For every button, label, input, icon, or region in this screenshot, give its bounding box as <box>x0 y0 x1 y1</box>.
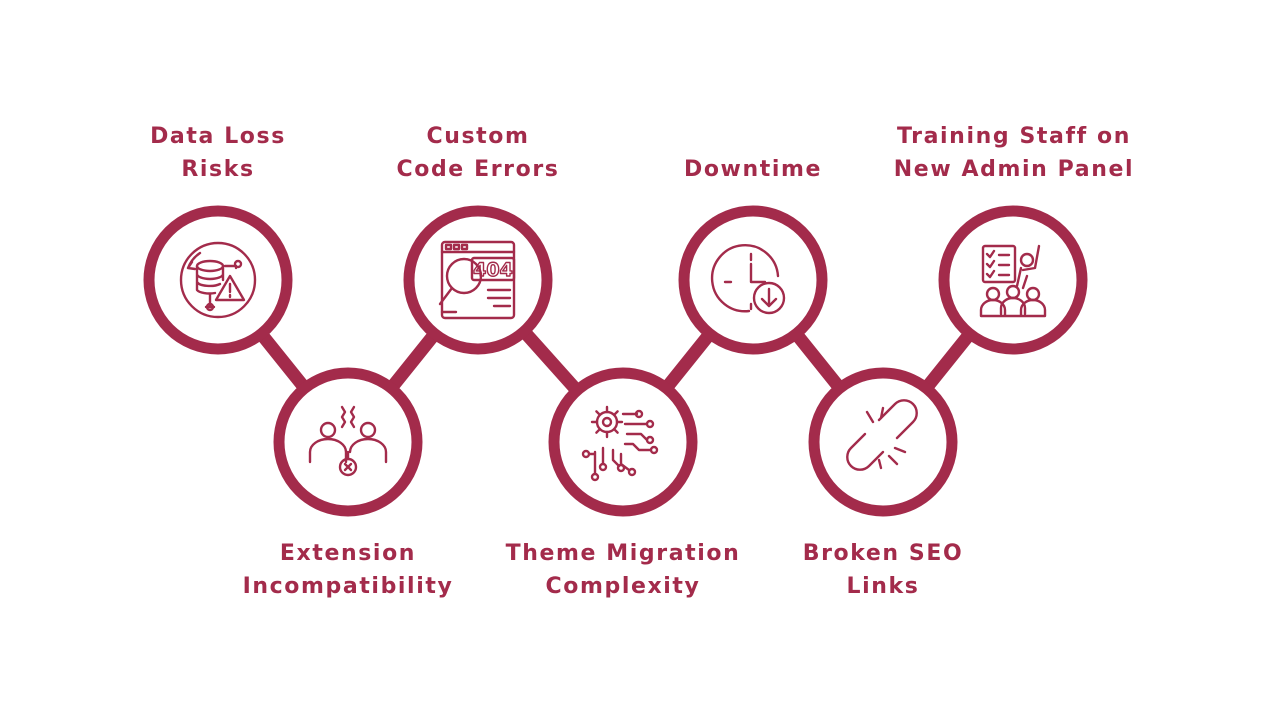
label-data-loss-risks: Data Loss Risks <box>150 124 286 182</box>
step-circle <box>938 205 1088 355</box>
database-warning-icon <box>179 241 257 319</box>
step-circle <box>273 367 423 517</box>
label-custom-code-errors: Custom Code Errors <box>396 124 560 182</box>
label-broken-seo-links: Broken SEO Links <box>802 541 964 599</box>
svg-text:404: 404 <box>473 259 513 281</box>
error-404-icon: 404 <box>438 240 516 320</box>
step-circle <box>808 367 958 517</box>
step-circle <box>678 205 828 355</box>
clock-download-icon <box>710 244 786 315</box>
label-downtime: Downtime <box>683 157 823 182</box>
gear-circuit-icon <box>581 405 659 482</box>
step-circle <box>548 367 698 517</box>
label-theme-migration-complexity: Theme Migration Complexity <box>505 541 741 599</box>
nodes: 404 <box>143 205 1088 517</box>
broken-link-icon <box>846 399 918 471</box>
label-extension-incompatibility: Extension Incompatibility <box>242 541 454 599</box>
step-circle <box>143 205 293 355</box>
presentation-training-icon <box>979 244 1047 318</box>
label-training-staff: Training Staff on New Admin Panel <box>893 124 1135 182</box>
conflict-people-icon <box>308 405 388 477</box>
